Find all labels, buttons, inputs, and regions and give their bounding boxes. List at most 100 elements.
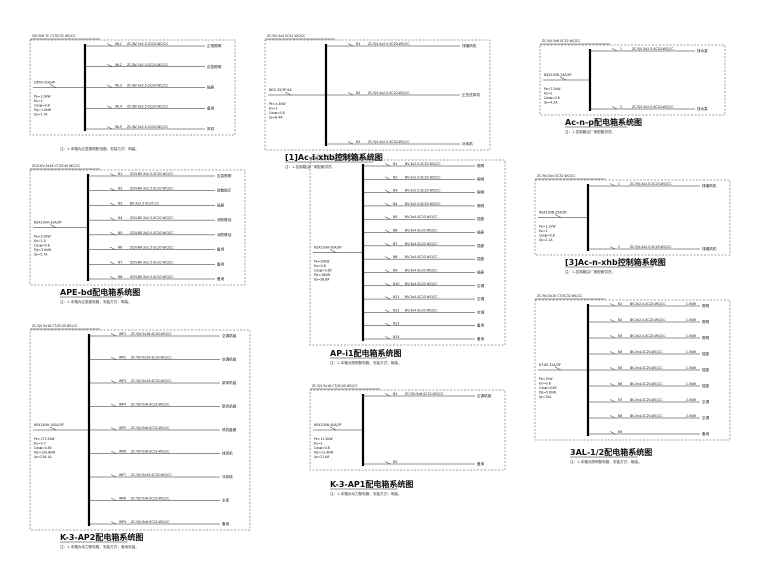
circuit-use: 备用 (477, 461, 485, 466)
breaker-symbol (109, 261, 116, 265)
circuit-number: 2 (620, 105, 622, 109)
circuit-use: 插座 (207, 85, 215, 90)
circuit-use: 新风机组 (222, 404, 237, 409)
param-text: Pjs=120.8kW (34, 451, 56, 455)
circuit-cable: BV-3x4-SC20 WC/CC (405, 282, 438, 286)
param-text: Cosφ=0.8 (539, 234, 555, 238)
main-breaker-symbol (49, 426, 57, 431)
breaker-symbol (109, 173, 116, 177)
breaker-symbol (110, 333, 117, 337)
diagram-footnote: 注：1.本箱为照明配电箱，安装方式：暗装。 (330, 360, 402, 365)
circuit-number: N2 (118, 187, 122, 191)
circuit-use: 新风机组 (222, 380, 237, 385)
param-text: Kx=0.8 (314, 264, 326, 268)
main-breaker-label: NSX100H-32A/3P (34, 221, 62, 225)
circuit-cable: ZC-YJV-3x2.5-SC20-WC/CC (632, 47, 674, 51)
param-text: Kx=1 (269, 107, 278, 111)
breaker-symbol (384, 269, 391, 273)
main-breaker-symbol (49, 84, 57, 88)
param-text: Cosφ=0.85 (34, 446, 52, 450)
circuit-cable: ZCN-BV-3x2.5-SC20 WC/CC (130, 275, 174, 279)
circuit-use: 照明 (702, 335, 710, 340)
breaker-symbol (384, 461, 391, 465)
circuit-number: N4 (393, 202, 397, 206)
circuit-number: N1 (618, 302, 622, 306)
circuit-load: 2.0kW (686, 398, 697, 402)
circuit-number: N8 (618, 414, 622, 418)
circuit-use: 空调 (702, 399, 710, 404)
circuit-cable: ZC-YJV-5x6-SC32-WC/CC (131, 403, 170, 407)
circuit-use: 插座 (702, 383, 710, 388)
circuit-cable: ZC-YJV-5x10-SC32-WC/CC (131, 356, 172, 360)
breaker-symbol (609, 335, 616, 339)
main-breaker-symbol (554, 214, 562, 218)
diagram-ac_ywzm: YJV-5X6 TC CT/SC32 WC/CCC65N-32A/3PPe=1.… (29, 34, 236, 151)
circuit-use: 排烟风机 (702, 246, 717, 251)
circuit-cable: ZC-BV-3x2.5-SC20-WC/CC (127, 63, 169, 67)
circuit-use: 空调 (477, 309, 485, 314)
breaker-symbol (109, 217, 116, 221)
circuit-use: 空调机组 (222, 357, 237, 362)
breaker-symbol (109, 276, 116, 280)
breaker-symbol (384, 163, 391, 167)
panel-enclosure (534, 299, 731, 441)
breaker-symbol (110, 450, 117, 454)
circuit-use: 插座 (702, 367, 710, 372)
circuit-use: 空调机组 (477, 393, 492, 398)
circuit-number: N7 (618, 398, 622, 402)
circuit-use: 排水泵 (697, 106, 708, 111)
breaker-symbol (384, 309, 391, 313)
panel-enclosure (534, 179, 731, 256)
diagram-title: APE-bd配电箱系统图 (60, 287, 140, 297)
diagram-k3_ap2: ZC-YJV-5x16 CT/SC40 WC/CCNSX160H-100A/3P… (29, 324, 251, 549)
circuit-cable: ZCN-BV-3x2.5-SC20 WC/CC (130, 246, 174, 250)
main-breaker-label: NDC-32/3P 6A (269, 88, 292, 92)
param-text: Pjs=5.6kW (539, 391, 557, 395)
circuit-cable: BV-3x4-SC20 WC/CC (405, 295, 438, 299)
circuit-load: 1.5kW (686, 350, 697, 354)
breaker-symbol (106, 64, 113, 67)
circuit-number: WL2 (115, 63, 122, 67)
circuit-use: 风机 (207, 126, 215, 131)
circuit-cable: BV-3x4-SC20 WC/CC (405, 268, 438, 272)
circuit-use: 插座 (477, 230, 485, 235)
main-breaker-label: C65N-32A/3P (34, 81, 55, 85)
circuit-number: N1 (356, 42, 360, 46)
circuit-load: 2.0kW (686, 414, 697, 418)
breaker-symbol (109, 232, 116, 236)
circuit-use: 正常照明 (207, 43, 222, 48)
circuit-use: 照明 (477, 203, 485, 208)
circuit-number: N12 (393, 308, 399, 312)
circuit-number: N5 (118, 231, 122, 235)
circuit-use: 备用 (217, 247, 225, 252)
diagram-title: [1]Ac-i-xhb控制箱系统图 (285, 152, 383, 162)
circuit-use: 排水泵 (697, 48, 708, 53)
circuit-cable: ZCN-BV-3x2.5-SC20 WC/CC (130, 231, 174, 235)
param-text: Pjs=16kW (314, 273, 331, 277)
breaker-symbol (110, 427, 117, 431)
breaker-symbol (609, 183, 616, 187)
circuit-cable: BV-3x2.5-SC20 WC/CC (405, 189, 441, 193)
circuit-use: 应急照明 (207, 64, 222, 69)
param-text: Cosφ=0.8 (269, 111, 285, 115)
